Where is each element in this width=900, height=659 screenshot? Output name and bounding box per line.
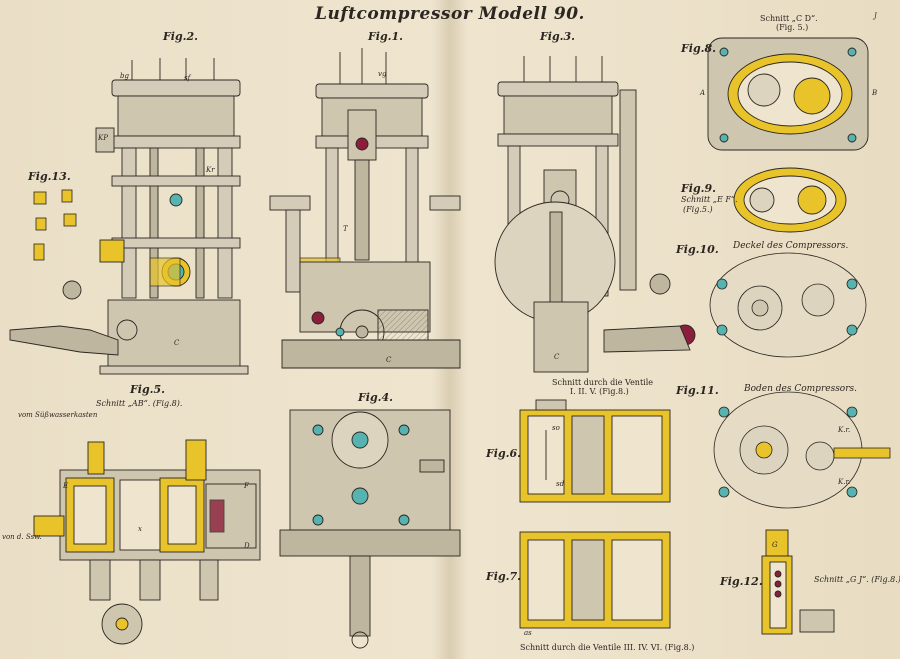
fig12-caption: Schnitt „G J“. (Fig.8.) [814, 575, 900, 584]
fig10-caption: Deckel des Compressors. [733, 241, 849, 251]
fig7-label: Fig.7. [486, 570, 521, 583]
label-B: B [872, 89, 878, 97]
fig12-label: Fig.12. [720, 575, 763, 588]
label-G: G [772, 541, 778, 549]
fig12-section [761, 529, 835, 635]
fig13-label: Fig.13. [28, 170, 71, 183]
fig10-cover [709, 252, 867, 358]
fig2-label: Fig.2. [163, 30, 198, 43]
label-sd: sd [556, 480, 565, 488]
label-J: J [874, 12, 877, 20]
fig3-compressor [494, 56, 696, 373]
fig7-caption: Schnitt durch die Ventile III. IV. VI. (… [520, 643, 695, 652]
label-as: as [524, 629, 532, 637]
fig6-ref: I. II. V. (Fig.8.) [570, 387, 629, 396]
fig5-source-label: vom Süßwasserkasten [18, 411, 98, 419]
fig11-label: Fig.11. [676, 384, 719, 397]
label-vg: vg [378, 70, 387, 78]
fig11-caption: Boden des Compressors. [744, 384, 858, 394]
label-F: F [244, 482, 249, 490]
label-A: A [700, 89, 706, 97]
fig1-label: Fig.1. [368, 30, 403, 43]
fig5-inlet-label: von d. Ssw. [2, 533, 42, 541]
label-sf: sf [184, 74, 191, 82]
fig2-compressor [9, 58, 249, 375]
fig6-section [519, 399, 671, 503]
fig4-label: Fig.4. [358, 391, 393, 404]
fig9-ref: (Fig.5.) [683, 205, 713, 214]
fig8-ref: (Fig. 5.) [776, 23, 809, 32]
fig13-parts [33, 189, 77, 261]
fig5-caption: Schnitt „AB“. (Fig.8). [96, 399, 183, 408]
label-C-fig2: C [174, 339, 180, 347]
label-so: so [552, 424, 560, 432]
fig8-caption: Schnitt „C D“. [760, 14, 818, 23]
fig8-label: Fig.8. [681, 42, 716, 55]
label-Kr-top: K.r. [838, 426, 851, 434]
label-Kr-bottom: K.r. [838, 478, 851, 486]
fig9-label: Fig.9. [681, 182, 716, 195]
label-C-fig3: C [554, 353, 560, 361]
fig5-section [33, 439, 261, 645]
label-T: T [343, 225, 348, 233]
fig9-caption: Schnitt „E F“. [681, 195, 738, 204]
fig10-label: Fig.10. [676, 243, 719, 256]
fig9-section [733, 167, 847, 233]
fig7-section [519, 531, 671, 629]
fig11-bottom [713, 391, 891, 509]
fig1-compressor [269, 48, 461, 369]
label-Kr: Kr [206, 166, 215, 174]
label-D: D [244, 542, 250, 550]
plate-title: Luftcompressor Modell 90. [315, 4, 585, 24]
label-bg: bg [120, 72, 129, 80]
fig6-caption: Schnitt durch die Ventile [552, 378, 654, 387]
label-C-fig1: C [386, 356, 392, 364]
fig5-label: Fig.5. [130, 383, 165, 396]
label-x: x [138, 525, 142, 533]
fig4-topview [279, 409, 461, 649]
label-E: E [63, 482, 69, 490]
label-KP: KP [98, 134, 108, 142]
fig3-label: Fig.3. [540, 30, 575, 43]
fig8-section [707, 37, 869, 151]
fig6-label: Fig.6. [486, 447, 521, 460]
